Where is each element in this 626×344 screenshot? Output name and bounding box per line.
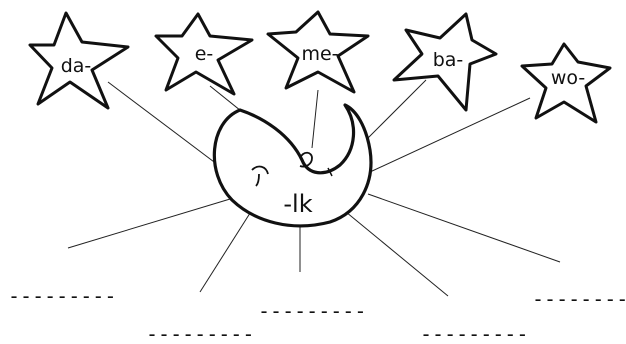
star-shapes (30, 12, 610, 122)
answer-blank[interactable]: --------- (8, 284, 116, 308)
answer-blank[interactable]: --------- (420, 322, 528, 344)
star-label: ba- (433, 49, 464, 71)
connector-line (368, 194, 560, 262)
star-label: me- (301, 43, 338, 65)
word-ending-label: -lk (283, 190, 312, 218)
connector-line (366, 80, 426, 140)
connector-line (312, 90, 318, 148)
connector-line (370, 98, 530, 172)
answer-blank[interactable]: --------- (532, 287, 626, 311)
answer-blank[interactable]: --------- (258, 299, 366, 323)
connector-line (200, 210, 252, 292)
connector-line (68, 196, 240, 248)
star-label: e- (195, 43, 214, 65)
star-label: wo- (551, 67, 585, 89)
answer-blank[interactable]: --------- (146, 322, 254, 344)
star-label: da- (61, 55, 92, 77)
answer-blanks: --------- --------- --------- --------- … (8, 284, 626, 344)
connector-line (346, 212, 448, 296)
